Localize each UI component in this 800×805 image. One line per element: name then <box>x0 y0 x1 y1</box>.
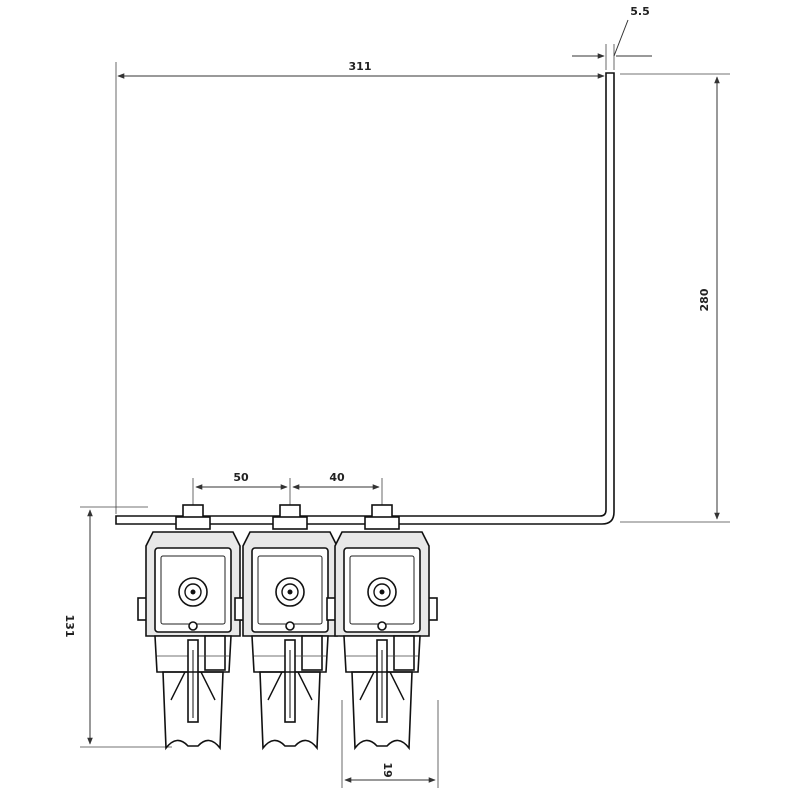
valve-connector-center <box>190 589 196 595</box>
dimension-valve-width: 19 <box>341 700 439 788</box>
dimension-thickness: 5.5 <box>572 5 652 70</box>
valve-assembly <box>326 504 438 751</box>
valve-screw <box>188 621 198 631</box>
dimension-spacing-left-label: 50 <box>233 471 249 484</box>
valve-screw <box>377 621 387 631</box>
valve-collar <box>272 516 308 530</box>
valve-side-block <box>393 635 415 671</box>
valve-skirt <box>162 671 224 751</box>
valve-group <box>137 504 438 751</box>
dimension-valve-width-label: 19 <box>381 762 394 777</box>
valve-assembly <box>137 504 249 751</box>
dimension-width: 311 <box>115 60 605 514</box>
valve-side-block <box>204 635 226 671</box>
valve-assembly <box>234 504 346 751</box>
valve-collar <box>175 516 211 530</box>
valve-side-block <box>301 635 323 671</box>
valve-screw <box>285 621 295 631</box>
dimension-width-label: 311 <box>349 60 372 73</box>
dimension-valve-height: 131 <box>63 506 172 748</box>
valve-skirt <box>351 671 413 751</box>
valve-connector-center <box>287 589 293 595</box>
dimension-valve-height-label: 131 <box>63 615 76 638</box>
valve-connector-center <box>379 589 385 595</box>
dimension-spacing-right-label: 40 <box>329 471 345 484</box>
bracket <box>115 72 615 525</box>
dimension-height-label: 280 <box>698 288 711 311</box>
dimension-thickness-label: 5.5 <box>630 5 650 18</box>
dimension-height: 280 <box>620 73 730 523</box>
dimension-spacing: 50 40 <box>192 471 383 512</box>
valve-collar <box>364 516 400 530</box>
valve-skirt <box>259 671 321 751</box>
